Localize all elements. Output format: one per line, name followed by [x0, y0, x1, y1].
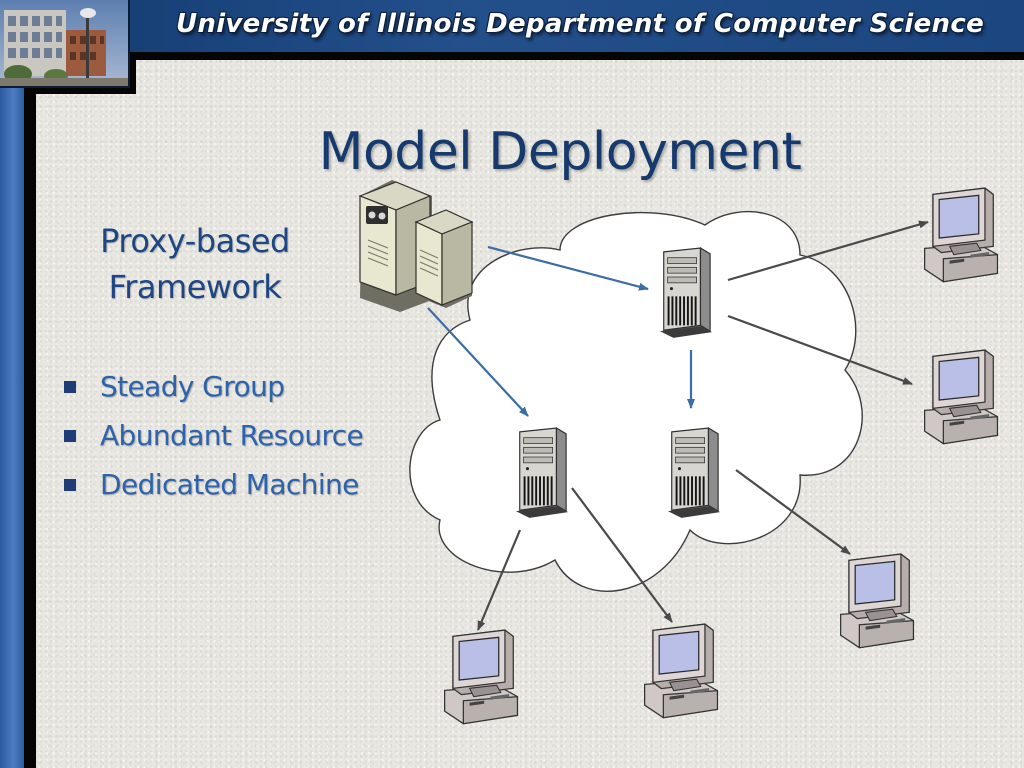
subtitle-line-1: Proxy-based	[100, 222, 290, 260]
bullet-item: Abundant Resource	[64, 411, 364, 460]
client-computer-icon	[840, 553, 915, 649]
bullet-list: Steady Group Abundant Resource Dedicated…	[64, 362, 364, 509]
subtitle-line-2: Framework	[108, 268, 282, 306]
client-computer-icon	[924, 187, 999, 283]
arrow-proxy-to-server-left	[427, 307, 529, 417]
arrow-to-client	[735, 469, 851, 555]
server-tower-icon	[658, 247, 714, 338]
client-computer-icon	[444, 629, 519, 725]
client-computer-icon	[644, 623, 719, 719]
proxy-server-icon	[358, 180, 474, 312]
left-sidebar-bar	[0, 52, 24, 768]
bullet-text: Abundant Resource	[100, 419, 364, 452]
bullet-square-icon	[64, 380, 76, 393]
bullet-item: Dedicated Machine	[64, 460, 363, 509]
building-photo	[0, 0, 130, 88]
client-computer-icon	[924, 349, 999, 445]
bullet-text: Steady Group	[100, 370, 285, 403]
frame-divider-corner-vertical	[128, 52, 136, 92]
header-bar: University of Illinois Department of Com…	[0, 0, 1024, 52]
server-tower-icon	[514, 427, 570, 518]
arrow-to-client	[571, 487, 673, 623]
bullet-item: Steady Group	[64, 362, 363, 411]
bullet-square-icon	[64, 478, 76, 491]
subtitle: Proxy-based Framework	[60, 218, 330, 310]
frame-divider-corner-horizontal	[24, 88, 136, 94]
arrow-to-client	[476, 529, 522, 631]
frame-divider-horizontal	[136, 52, 1024, 60]
arrow-to-client	[727, 314, 913, 386]
network-cloud	[409, 210, 863, 592]
arrow-proxy-to-server-top	[487, 245, 649, 291]
bullet-text: Dedicated Machine	[100, 468, 359, 501]
arrow-to-client	[727, 220, 929, 282]
frame-divider-vertical	[24, 88, 36, 768]
server-tower-icon	[666, 427, 722, 518]
slide-title: Model Deployment	[318, 122, 802, 182]
header-title: University of Illinois Department of Com…	[176, 9, 984, 39]
bullet-square-icon	[64, 429, 76, 442]
